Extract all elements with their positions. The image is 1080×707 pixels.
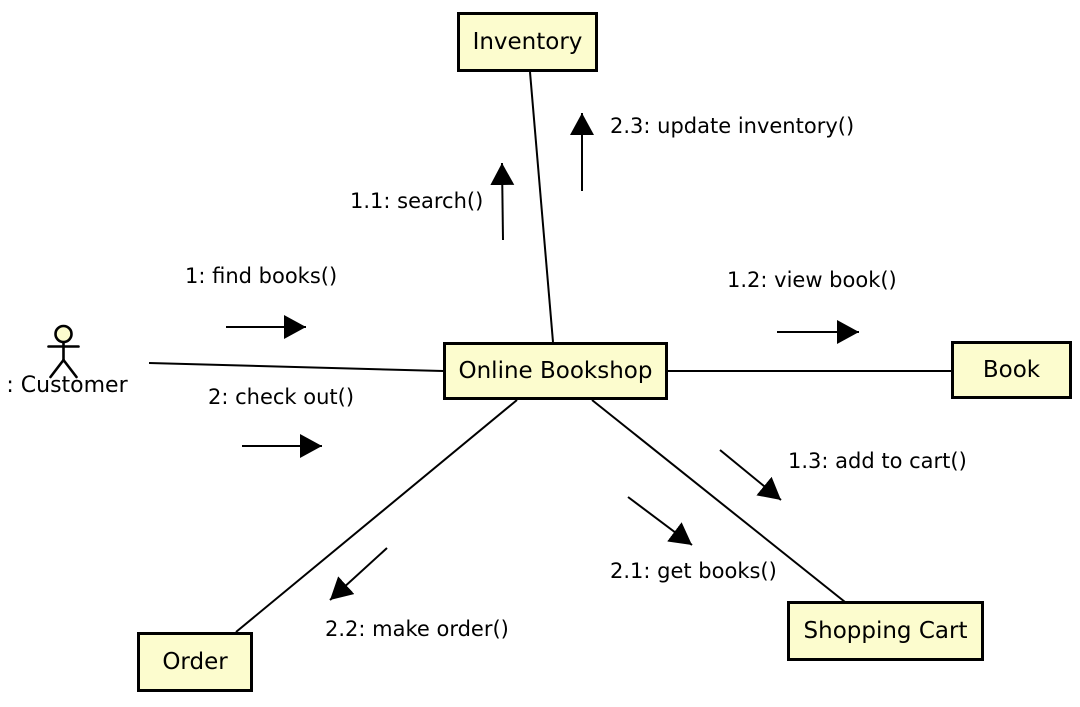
association-bookshop-shopping-cart xyxy=(591,399,846,603)
node-inventory[interactable]: Inventory xyxy=(457,12,598,72)
arrow-search xyxy=(490,162,515,241)
message-label-make-order: 2.2: make order() xyxy=(325,617,509,641)
arrow-get-books xyxy=(627,496,693,546)
node-online-bookshop[interactable]: Online Bookshop xyxy=(443,342,668,400)
association-customer-bookshop xyxy=(148,362,444,372)
node-order-label: Order xyxy=(162,648,228,675)
node-online-bookshop-label: Online Bookshop xyxy=(458,357,653,384)
arrow-add-to-cart xyxy=(719,449,782,501)
message-label-get-books: 2.1: get books() xyxy=(610,559,777,583)
actor-customer-figure[interactable] xyxy=(47,324,80,379)
actor-head xyxy=(54,324,73,344)
node-book-label: Book xyxy=(982,356,1041,383)
association-bookshop-order xyxy=(235,399,518,633)
actor-leg-right xyxy=(62,358,78,379)
actor-customer-label: : Customer xyxy=(6,373,128,398)
message-label-search: 1.1: search() xyxy=(350,189,484,213)
arrow-make-order xyxy=(329,547,388,601)
message-label-update-inventory: 2.3: update inventory() xyxy=(610,114,855,138)
actor-leg-left xyxy=(49,358,65,379)
node-shopping-cart[interactable]: Shopping Cart xyxy=(787,601,984,661)
node-inventory-label: Inventory xyxy=(472,28,583,55)
message-label-find-books: 1: find books() xyxy=(185,264,338,288)
message-label-add-to-cart: 1.3: add to cart() xyxy=(788,449,967,473)
association-bookshop-inventory xyxy=(529,71,554,343)
message-label-check-out: 2: check out() xyxy=(208,385,355,409)
node-shopping-cart-label: Shopping Cart xyxy=(803,617,968,644)
node-order[interactable]: Order xyxy=(137,632,253,692)
node-book[interactable]: Book xyxy=(951,341,1072,399)
message-label-view-book: 1.2: view book() xyxy=(727,268,897,292)
